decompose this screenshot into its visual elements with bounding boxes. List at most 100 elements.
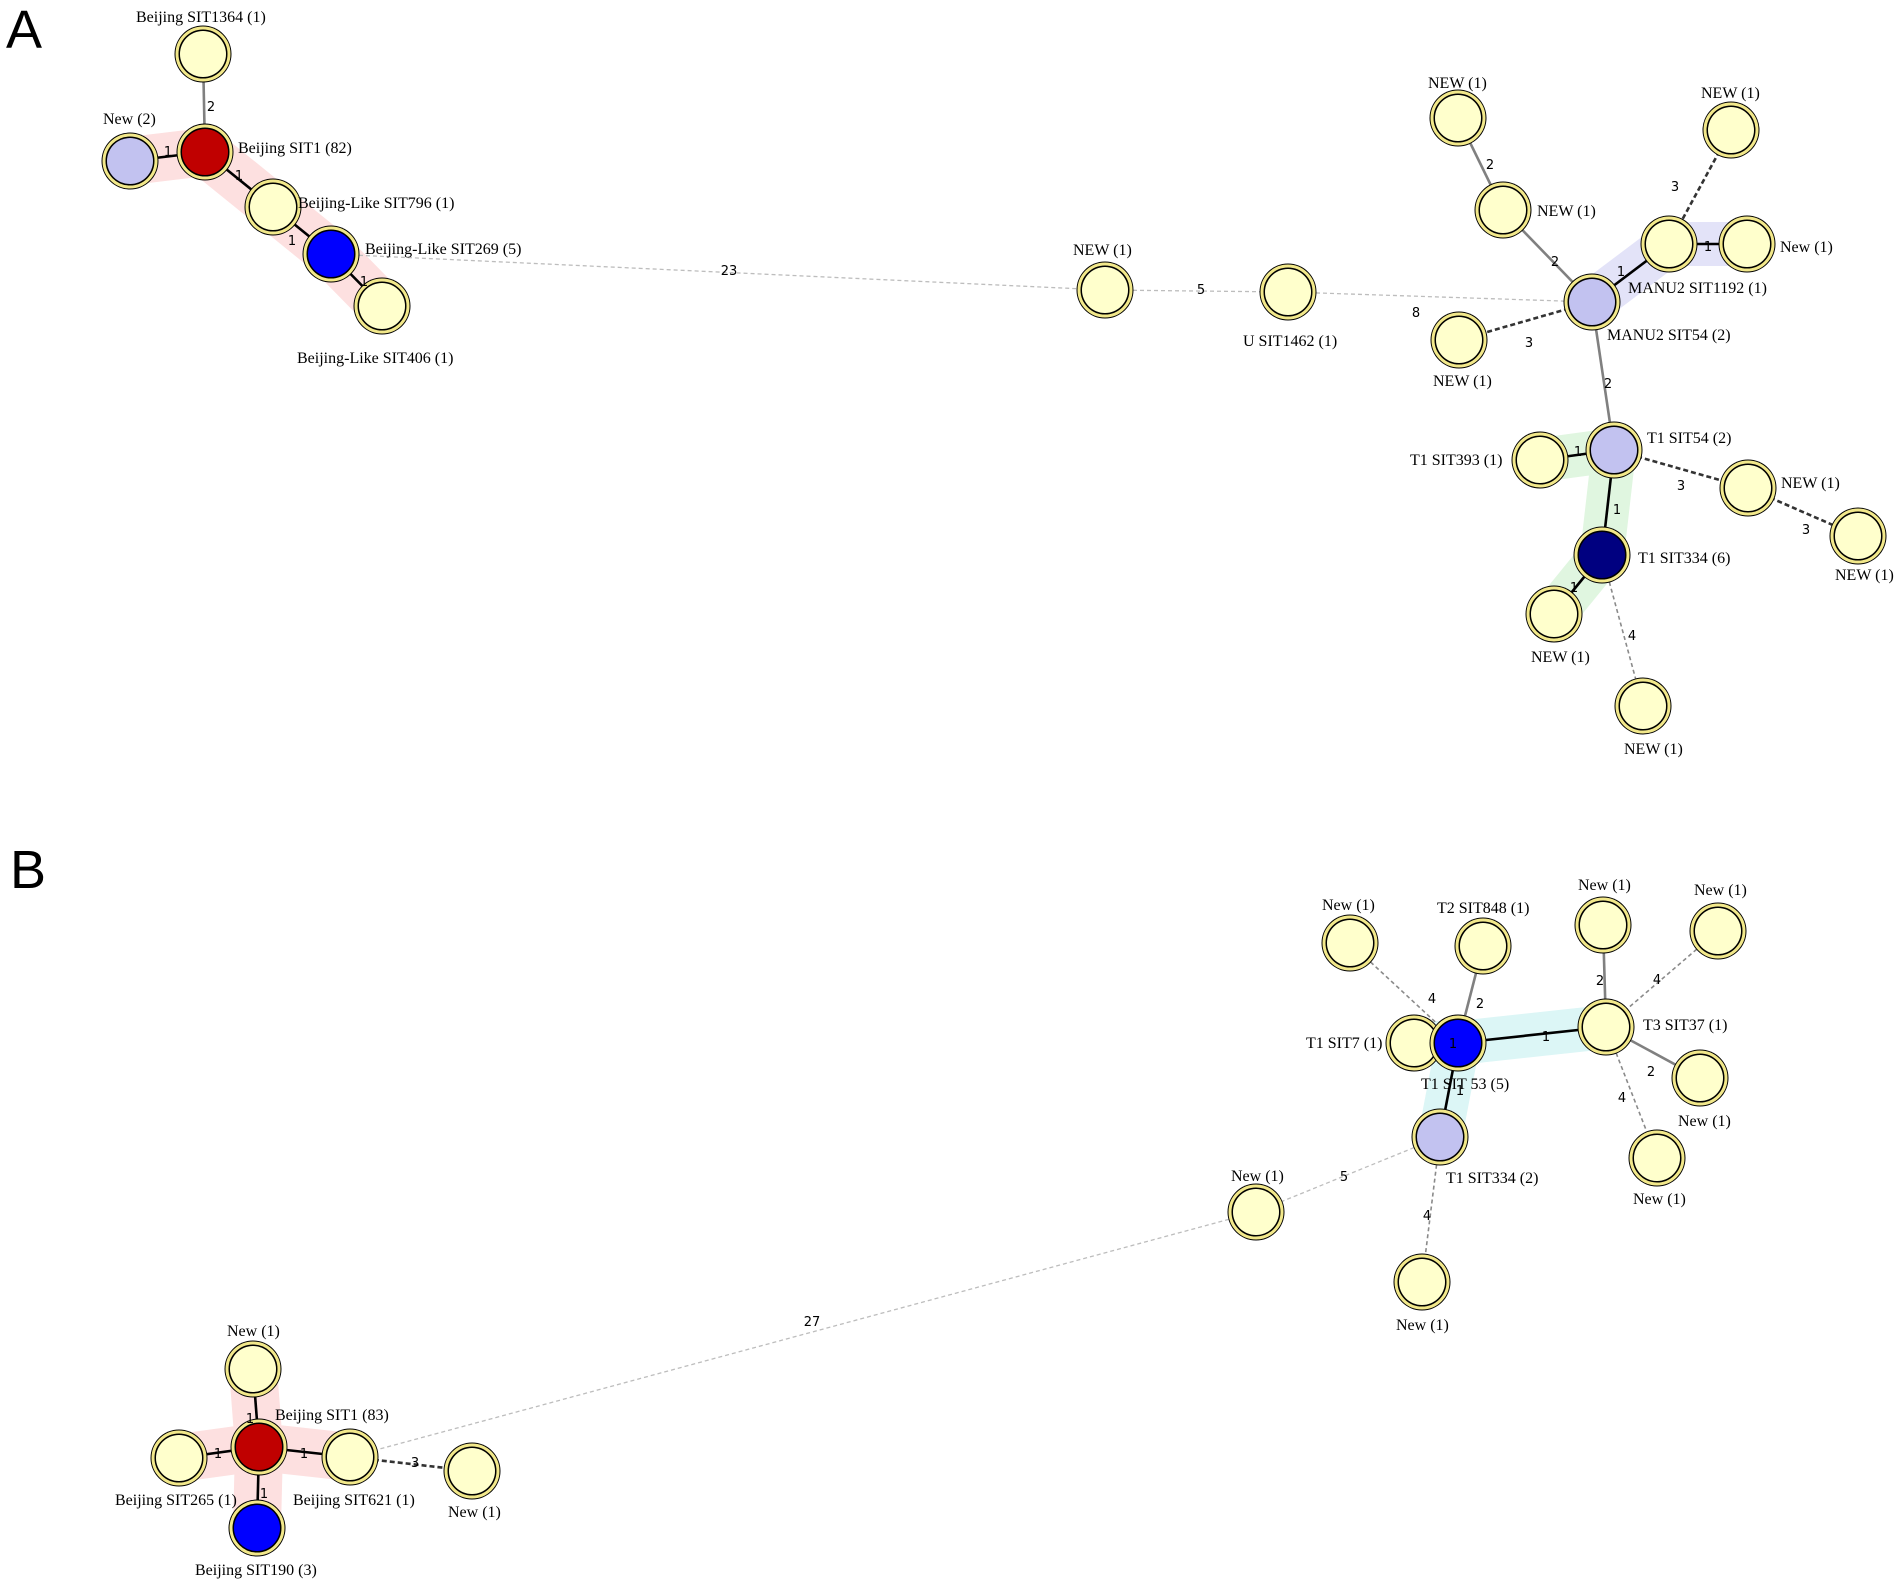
node-label: New (1)	[1578, 877, 1631, 894]
edge-line	[349, 1211, 1257, 1458]
node-label: NEW (1)	[1537, 203, 1596, 220]
edge-distance-label: 1	[260, 1487, 268, 1502]
node-yellow	[1082, 267, 1128, 313]
node-label: T1 SIT54 (2)	[1647, 430, 1731, 447]
node-yellow	[1620, 683, 1666, 729]
node-ring	[1077, 262, 1133, 318]
edge-distance-label: 1	[1613, 503, 1621, 518]
node-label: Beijing-Like SIT796 (1)	[298, 195, 454, 212]
node-ring	[1228, 1184, 1284, 1240]
node-red	[236, 1424, 282, 1470]
edge-distance-label: 1	[300, 1447, 308, 1462]
edge-distance-label: 4	[1423, 1209, 1431, 1224]
node-ring	[1615, 678, 1671, 734]
node-yellow	[180, 31, 226, 77]
edge-distance-label: 27	[804, 1315, 821, 1330]
node-label: T2 SIT848 (1)	[1437, 900, 1529, 917]
node-ring	[1512, 432, 1568, 488]
node-ring	[1526, 586, 1582, 642]
edge-distance-label: 4	[1428, 992, 1436, 1007]
edge-distance-label: 5	[1197, 283, 1205, 298]
node-ring	[1720, 460, 1776, 516]
node-yellow	[359, 283, 405, 329]
node-ring	[1575, 897, 1631, 953]
node-red	[182, 129, 228, 175]
node-yellow	[1634, 1135, 1680, 1181]
edge-distance-label: 3	[1671, 180, 1679, 195]
edge-distance-label: 2	[1476, 997, 1484, 1012]
node-yellow	[1391, 1020, 1437, 1066]
node-label: Beijing SIT1 (82)	[238, 140, 352, 157]
edge-distance-label: 2	[1604, 377, 1612, 392]
node-yellow	[1517, 437, 1563, 483]
edge-distance-label: 1	[214, 1447, 222, 1462]
node-ring	[1475, 182, 1531, 238]
node-label: New (2)	[103, 111, 156, 128]
node-label: NEW (1)	[1624, 741, 1683, 758]
node-label: T3 SIT37 (1)	[1643, 1017, 1727, 1034]
node-ring	[225, 1341, 281, 1397]
node-label: New (1)	[1780, 239, 1833, 256]
node-label: NEW (1)	[1073, 242, 1132, 259]
node-label: MANU2 SIT54 (2)	[1607, 327, 1731, 344]
edge-distance-label: 23	[721, 264, 738, 279]
edge-line	[1255, 1136, 1441, 1213]
edge-distance-label: 1	[1574, 445, 1582, 460]
node-label: T1 SIT334 (6)	[1638, 550, 1730, 567]
node-label: Beijing SIT1364 (1)	[136, 9, 266, 26]
node-ring	[1430, 90, 1486, 146]
edge-distance-label: 4	[1653, 973, 1661, 988]
node-label: Beijing SIT265 (1)	[115, 1492, 237, 1509]
edge-line	[330, 253, 1106, 291]
node-yellow	[1480, 187, 1526, 233]
node-ring	[1394, 1254, 1450, 1310]
node-label: New (1)	[1694, 882, 1747, 899]
node-yellow	[1399, 1259, 1445, 1305]
node-label: T1 SIT393 (1)	[1410, 452, 1502, 469]
node-blue	[1435, 1020, 1481, 1066]
edge-distance-label: 1	[1456, 1084, 1464, 1099]
node-lavender	[1417, 1114, 1463, 1160]
node-yellow	[1460, 923, 1506, 969]
node-blue	[234, 1505, 280, 1551]
node-ring	[1578, 999, 1634, 1055]
node-ring	[354, 278, 410, 334]
edge-distance-label: 2	[207, 100, 215, 115]
edge-distance-label: 1	[1449, 1037, 1457, 1052]
edge-distance-label: 2	[1596, 974, 1604, 989]
node-yellow	[1725, 465, 1771, 511]
node-label: MANU2 SIT1192 (1)	[1628, 280, 1767, 297]
node-ring	[231, 1419, 287, 1475]
node-label: Beijing SIT1 (83)	[275, 1407, 389, 1424]
edge-distance-label: 2	[1647, 1065, 1655, 1080]
node-ring	[177, 124, 233, 180]
edge-distance-label: 4	[1628, 629, 1636, 644]
node-label: T1 SIT334 (2)	[1446, 1170, 1538, 1187]
node-yellow	[1435, 95, 1481, 141]
node-ring	[1564, 274, 1620, 330]
node-yellow	[449, 1448, 495, 1494]
edge-distance-label: 1	[1704, 240, 1712, 255]
node-yellow	[327, 1434, 373, 1480]
node-yellow	[1327, 920, 1373, 966]
node-lavender	[107, 138, 153, 184]
nodes	[101, 25, 1887, 1557]
node-label: New (1)	[1231, 1168, 1284, 1185]
node-ring	[1690, 903, 1746, 959]
node-ring	[1430, 1015, 1486, 1071]
node-label: Beijing SIT621 (1)	[293, 1492, 415, 1509]
node-label: NEW (1)	[1428, 75, 1487, 92]
edge-distance-label: 8	[1412, 306, 1420, 321]
node-label: Beijing SIT190 (3)	[195, 1562, 317, 1579]
node-yellow	[1724, 221, 1770, 267]
edge-distance-label: 3	[1525, 336, 1533, 351]
node-yellow	[1677, 1055, 1723, 1101]
node-yellow	[250, 184, 296, 230]
edge-distance-label: 1	[1570, 581, 1578, 596]
node-ring	[1719, 216, 1775, 272]
edge-line	[1601, 554, 1644, 707]
node-yellow	[1708, 107, 1754, 153]
node-ring	[1703, 102, 1759, 158]
node-ring	[151, 1430, 207, 1486]
